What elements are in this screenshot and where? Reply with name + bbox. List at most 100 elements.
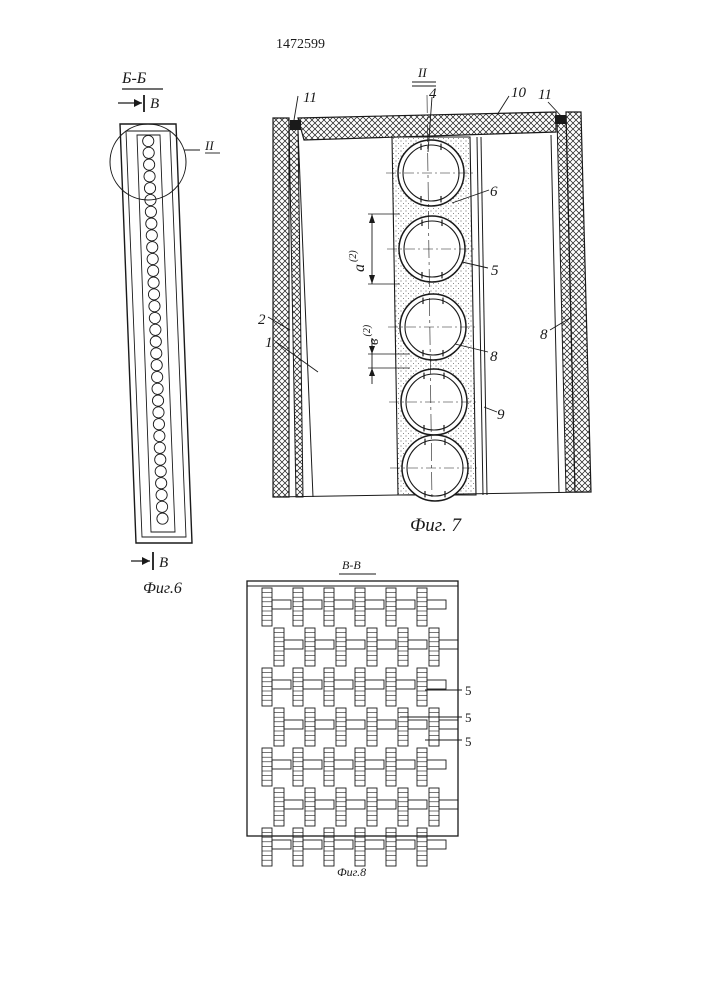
fig6-tube [156,489,167,500]
fig6-tube [154,430,165,441]
patent-number: 1472599 [276,37,325,52]
fig6-tube [145,206,156,217]
fig7-seal-left [290,120,301,130]
fig6-tube [147,253,158,264]
fig8-horizontal-strip [365,600,384,609]
fig8-horizontal-strip [396,760,415,769]
fig7-label-10: 10 [511,85,527,101]
fig7-top-cover [298,112,556,140]
fig7-caption: Фиг. 7 [410,515,462,536]
fig7-dim-b-label: в(2) [362,324,382,345]
fig6-tube [143,135,154,146]
fig6-bottom-arrowhead [142,557,150,565]
fig8-horizontal-strip [408,640,427,649]
fig6-tube [143,147,154,158]
fig7-left-wall-insulation [273,118,289,497]
fig6-tube [157,513,168,524]
fig6-tube [149,301,160,312]
fig8-horizontal-strip [346,800,365,809]
fig8-horizontal-strip [315,720,334,729]
fig7-label-5: 5 [491,263,499,279]
fig8-horizontal-strip [439,800,458,809]
fig8-horizontal-strip [284,800,303,809]
fig7-label-1: 1 [265,335,273,351]
fig8-horizontal-strip [303,680,322,689]
figure-8: В-В 5 5 5 Фиг.8 [247,558,472,879]
fig6-tube [156,478,167,489]
fig8-horizontal-strip [365,760,384,769]
fig6-tube [155,454,166,465]
fig6-tube [146,218,157,229]
fig7-dim-a-letter: a [351,264,368,272]
fig6-top-arrowhead [134,99,142,107]
fig8-horizontal-strip [272,680,291,689]
fig7-dim-a-arrow-top [369,214,375,223]
fig6-tube [152,383,163,394]
fig8-horizontal-strip [377,800,396,809]
fig7-dim-a-label: a (2) [348,250,368,272]
fig7-seal-right [555,115,566,124]
fig8-horizontal-strip [284,720,303,729]
fig7-leader-11a [294,96,298,120]
fig8-horizontal-strip [315,640,334,649]
fig8-horizontal-strip [334,840,353,849]
fig6-tube [155,466,166,477]
fig8-horizontal-strip [334,680,353,689]
fig7-dim-b-letter: в [366,338,382,345]
fig8-horizontal-strip [365,840,384,849]
fig6-tube [151,348,162,359]
fig7-right-panel-8 [551,135,559,492]
fig8-horizontal-strip [427,840,446,849]
fig7-dim-b-arrow-bottom [369,368,375,376]
fig6-tube [156,501,167,512]
fig7-label-8-right: 8 [540,327,548,343]
fig8-horizontal-strip [346,720,365,729]
fig6-tube [152,395,163,406]
fig7-left-wall-layer [289,124,303,497]
fig6-tube [144,183,155,194]
fig8-label-5-top: 5 [465,683,472,698]
fig8-horizontal-strip [439,720,458,729]
fig6-detail-label: II [204,138,214,153]
fig8-horizontal-strip [408,800,427,809]
fig6-tube [150,324,161,335]
fig8-horizontal-strip [427,600,446,609]
fig6-tube [146,230,157,241]
fig6-tube [148,289,159,300]
fig6-section-label: Б-Б [121,70,147,87]
fig6-tube [144,171,155,182]
fig7-label-8-inner: 8 [490,349,498,365]
fig8-frame [247,581,458,836]
fig7-dim-b-arrow-top [369,346,375,354]
fig6-arrow-label-top: В [150,96,159,112]
fig7-label-9: 9 [497,407,505,423]
fig6-tube [147,242,158,253]
fig8-horizontal-strip [346,640,365,649]
fig6-tube [150,336,161,347]
fig8-horizontal-strip [377,720,396,729]
fig7-leader-10 [497,96,509,115]
fig6-tube [148,277,159,288]
fig8-caption: Фиг.8 [337,865,366,879]
fig6-tube [148,265,159,276]
fig8-horizontal-strip [284,640,303,649]
fig8-horizontal-strip [396,680,415,689]
fig7-dim-a-superscript: (2) [348,250,359,262]
figure-6: Б-Б В II В Фиг.6 [110,70,220,597]
fig8-horizontal-strip [439,640,458,649]
fig7-detail-label: II [417,65,427,80]
fig8-horizontal-strip [272,840,291,849]
fig8-horizontal-strip [334,600,353,609]
fig8-label-5-middle: 5 [465,710,472,725]
fig7-label-6: 6 [490,184,498,200]
fig8-horizontal-strip [303,600,322,609]
fig7-label-2: 2 [258,312,266,328]
fig6-tube [144,159,155,170]
fig7-label-11-right: 11 [538,87,552,103]
fig6-caption: Фиг.6 [143,580,182,597]
fig8-label-5-bottom: 5 [465,734,472,749]
fig8-horizontal-strip [427,760,446,769]
fig6-tube [149,312,160,323]
fig8-horizontal-strip [396,840,415,849]
